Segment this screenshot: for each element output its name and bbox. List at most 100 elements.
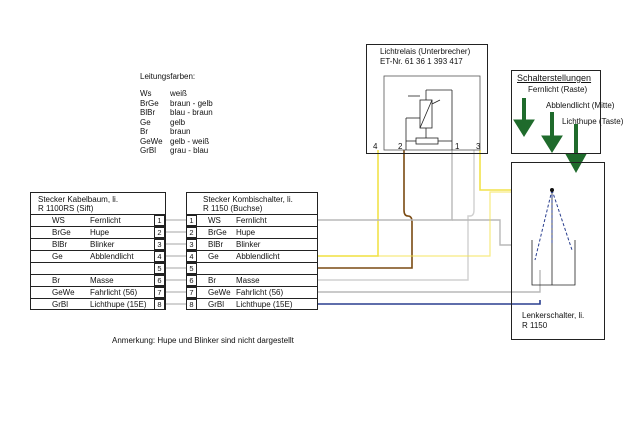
wire-function: Lichthupe (15E) [236,300,293,309]
wire-code: BlBr [208,240,224,249]
wire-yellow [318,150,379,257]
pin-number: 8 [186,299,197,310]
table-row [186,250,318,262]
right-plug-title: Stecker Kombischalter, li. [203,195,293,204]
table-row [186,298,318,310]
legend-code: Ws [140,89,152,98]
wire-yellow-switch [479,150,512,191]
right-plug-subtitle: R 1150 (Buchse) [203,204,263,213]
wire-fernlicht-switch [452,219,512,246]
wire-code: BrGe [208,228,227,237]
wire-fahrlicht [318,270,541,293]
left-plug-subtitle: R 1100RS (Sift) [38,204,94,213]
legend-desc: gelb - weiß [170,136,210,146]
pin-number: 3 [186,239,197,250]
switch-positions-title: Schalterstellungen [517,73,592,83]
handlebar-switch-title: Lenkerschalter, li. [522,311,585,320]
table-row [30,274,166,286]
note-text: Anmerkung: Hupe und Blinker sind nicht d… [112,336,294,345]
table-row [30,214,166,226]
handlebar-switch-box [511,162,605,340]
wire-blue [318,300,541,305]
switch-position-lichthupe: Lichthupe (Taste) [562,117,624,126]
wire-function: Fahrlicht (56) [236,288,284,297]
legend-code: GeWe [140,136,163,146]
pin-number: 2 [186,227,197,238]
table-row [186,274,318,286]
wire-code: Ge [52,252,63,261]
wire-code: BlBr [52,240,68,249]
wire-function: Masse [90,276,114,285]
wire-code: GeWe [208,288,231,297]
wire-code: Br [208,276,216,285]
legend-desc: weiß [170,89,187,98]
pin-number: 1 [186,215,197,226]
wire-function: Abblendlicht [90,252,134,261]
wire-code: GrBl [208,300,224,309]
pin-number: 7 [186,287,197,298]
pin-number: 5 [154,263,165,274]
legend-code: GrBl [140,146,156,155]
switch-position-abblendlicht: Abblendlicht (Mitte) [546,101,615,110]
plug-links [166,219,186,305]
legend-title: Leitungsfarben: [140,72,196,81]
left-plug-box [30,192,166,310]
table-row [30,298,166,310]
wire-code: Br [52,276,60,285]
relay-pin-2: 2 [398,142,403,151]
pin-number: 8 [154,299,165,310]
wire-code: Ge [208,252,219,261]
wire-code: GeWe [52,288,75,297]
table-row [30,250,166,262]
switch-position-fernlicht: Fernlicht (Raste) [528,85,588,94]
legend-code: BlBr [140,108,156,117]
wire-function: Lichthupe (15E) [90,300,147,309]
table-row [186,238,318,250]
wire-code: WS [52,216,65,225]
pin-number: 2 [154,227,165,238]
legend-desc: grau - blau [170,146,209,155]
wire-code: GrBl [52,300,68,309]
legend-desc: blau - braun [170,108,213,117]
wire-abblend-switch [318,191,512,257]
switch-internals [531,188,576,286]
table-row [186,226,318,238]
table-row [186,286,318,298]
wire-function: Blinker [90,240,115,249]
wire-function: Blinker [236,240,261,249]
legend-code: Ge [140,117,151,127]
pin-number: 4 [186,251,197,262]
pin-number: 7 [154,287,165,298]
legend-code: BrGe [140,98,159,108]
pin-number: 4 [154,251,165,262]
table-row [30,286,166,298]
pin-number: 5 [186,263,197,274]
legend-code: Br [140,127,148,136]
legend-desc: braun [170,127,191,136]
wire-function: Fernlicht [90,216,121,225]
table-row [30,262,166,274]
wire-code: BrGe [52,228,71,237]
wire-function: Hupe [90,228,110,237]
wire-function: Abblendlicht [236,252,280,261]
wire-function: Hupe [236,228,256,237]
relay-pin-4: 4 [373,142,378,151]
table-row [30,226,166,238]
wire-grey-pin3 [318,150,475,281]
table-row [186,262,318,274]
pin-number: 6 [186,275,197,286]
handlebar-switch-subtitle: R 1150 [522,321,548,330]
relay-part-no: ET-Nr. 61 36 1 393 417 [380,57,463,66]
relay-title: Lichtrelais (Unterbrecher) [380,47,471,56]
legend-desc: braun - gelb [170,98,213,108]
relay-box [366,44,488,154]
switch-positions-box [511,70,601,154]
pin-number: 1 [154,215,165,226]
wire-function: Fernlicht [236,216,267,225]
table-row [30,238,166,250]
pin-number: 6 [154,275,165,286]
relay-pin-3: 3 [476,142,481,151]
switch-position-arrows [513,98,587,174]
wire-function: Masse [236,276,260,285]
